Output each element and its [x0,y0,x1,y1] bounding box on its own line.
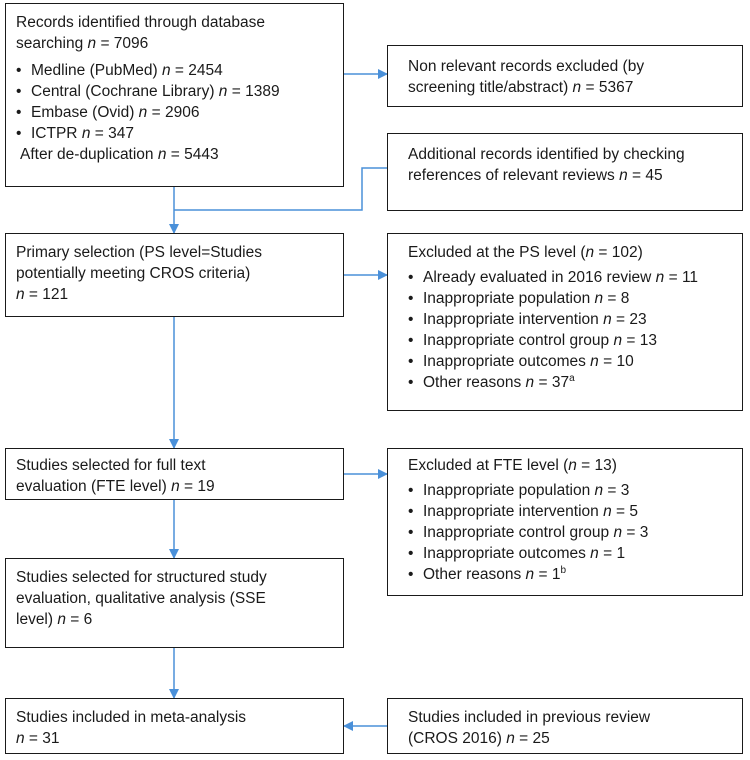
list-item: •Inappropriate control group n = 13 [408,332,657,349]
meta-analysis-box: Studies included in meta-analysis n = 31 [5,698,344,754]
arrow-additional-to-primary [174,167,387,211]
previous-review-box: Studies included in previous review (CRO… [387,698,743,754]
records-identified-box: Records identified through database sear… [5,3,344,187]
list-item: •Other reasons n = 1b [408,565,567,584]
footnote-marker: a [569,373,575,384]
non-relevant-excluded-box: Non relevant records excluded (by screen… [387,45,743,107]
database-list: •Medline (PubMed) n = 2454 •Central (Coc… [16,60,333,144]
excluded-ps-list: •Already evaluated in 2016 review n = 11… [408,267,742,393]
list-item-medline: •Medline (PubMed) n = 2454 [16,62,223,79]
sse-selected-box: Studies selected for structured study ev… [5,558,344,648]
list-item-embase: •Embase (Ovid) n = 2906 [16,104,200,121]
after-deduplication: After de-duplication n = 5443 [20,146,219,163]
list-item-ictpr: •ICTPR n = 347 [16,125,134,142]
footnote-marker: b [560,565,567,576]
fte-selected-box: Studies selected for full text evaluatio… [5,448,344,500]
primary-selection-box: Primary selection (PS level=Studies pote… [5,233,344,317]
list-item: •Inappropriate population n = 3 [408,482,630,499]
excluded-fte-list: •Inappropriate population n = 3 •Inappro… [408,480,742,585]
excluded-ps-heading: Excluded at the PS level (n = 102) [408,244,643,261]
list-item: •Other reasons n = 37a [408,373,575,392]
list-item: •Inappropriate control group n = 3 [408,524,649,541]
excluded-fte-box: Excluded at FTE level (n = 13) •Inapprop… [387,448,743,596]
list-item-central: •Central (Cochrane Library) n = 1389 [16,83,280,100]
excluded-ps-box: Excluded at the PS level (n = 102) •Alre… [387,233,743,411]
list-item: •Already evaluated in 2016 review n = 11 [408,269,699,286]
records-line-2: searching n = 7096 [16,35,149,52]
records-line-1: Records identified through database [16,14,266,31]
list-item: •Inappropriate intervention n = 23 [408,311,647,328]
excluded-fte-heading: Excluded at FTE level (n = 13) [408,457,617,474]
list-item: •Inappropriate population n = 8 [408,290,630,307]
list-item: •Inappropriate outcomes n = 1 [408,545,626,562]
list-item: •Inappropriate intervention n = 5 [408,503,639,520]
additional-records-box: Additional records identified by checkin… [387,133,743,211]
list-item: •Inappropriate outcomes n = 10 [408,353,634,370]
